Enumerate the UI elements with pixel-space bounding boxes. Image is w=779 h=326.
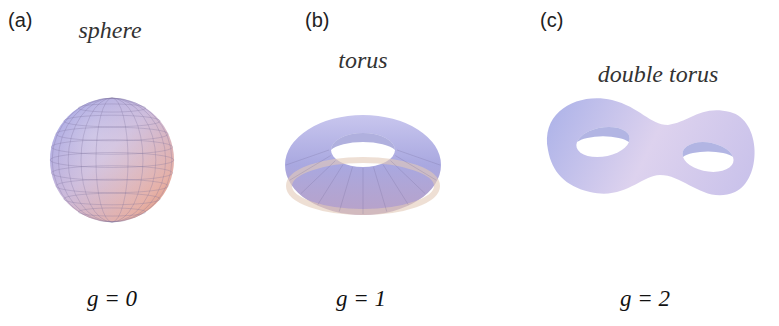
surface-name: torus [338, 48, 387, 72]
genus-label: g = 2 [620, 287, 670, 310]
genus-label: g = 0 [87, 287, 137, 310]
double-torus-figure [547, 98, 755, 195]
surface-name: sphere [78, 18, 141, 42]
panel-tag: (c) [540, 10, 563, 30]
panel-tag: (a) [8, 10, 32, 30]
torus-figure [285, 115, 441, 215]
surface-name: double torus [598, 62, 719, 86]
sphere-figure [50, 98, 174, 222]
panel-tag: (b) [305, 10, 329, 30]
genus-label: g = 1 [336, 287, 386, 310]
